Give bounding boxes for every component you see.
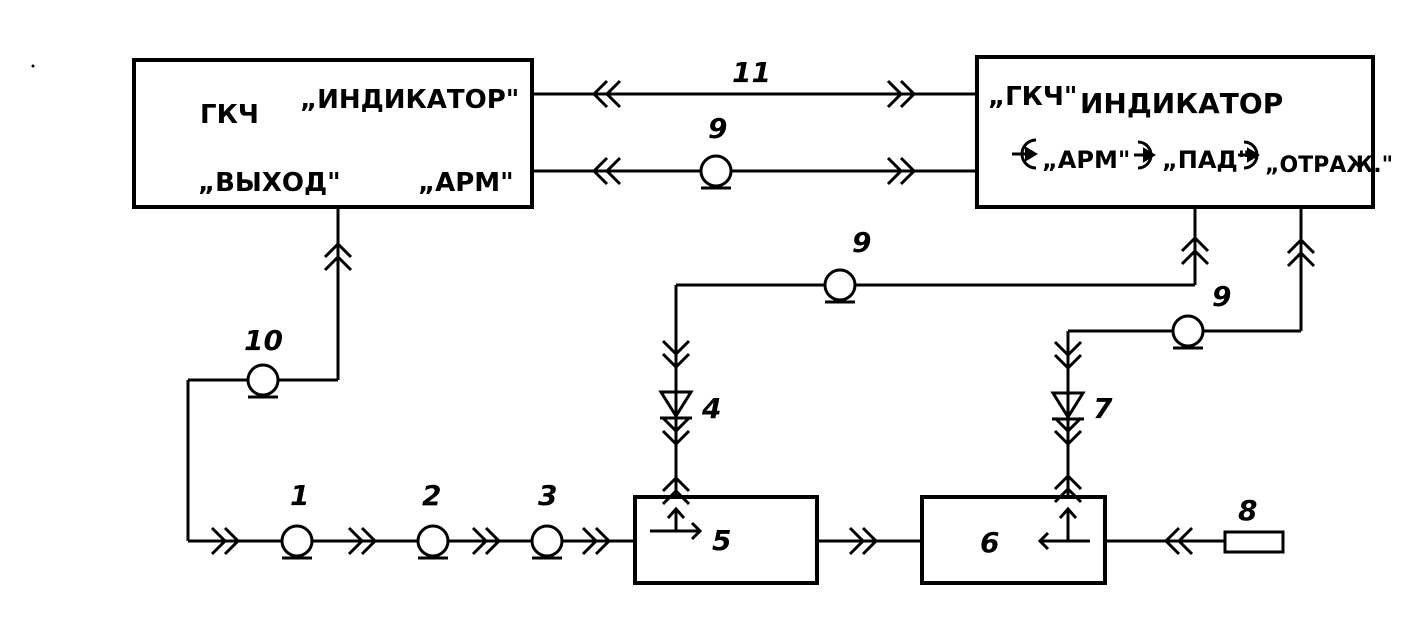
gkch-indicator-port: „ИНДИКАТОР" bbox=[300, 85, 519, 115]
attenuator-icon bbox=[823, 268, 857, 304]
coupler-6: 6 bbox=[920, 495, 1107, 585]
label-8: 8 bbox=[1238, 494, 1257, 527]
indicator-port-arrow-icon bbox=[1238, 140, 1260, 170]
indicator-title: ИНДИКАТОР bbox=[1080, 87, 1283, 120]
detector-4-icon bbox=[658, 390, 694, 420]
gkch-block: ГКЧ „ИНДИКАТОР" „ВЫХОД" „АРМ" bbox=[132, 58, 534, 209]
label-5: 5 bbox=[712, 524, 731, 557]
attenuator-icon bbox=[699, 154, 733, 190]
label-1: 1 bbox=[290, 479, 309, 512]
gkch-output-port: „ВЫХОД" bbox=[198, 168, 341, 198]
load-8 bbox=[1223, 530, 1285, 554]
line-11: 11 bbox=[532, 56, 977, 109]
coupler-5: 5 bbox=[633, 495, 819, 585]
gkch-block-frame bbox=[132, 58, 534, 209]
label-6: 6 bbox=[980, 526, 999, 559]
attenuator-icon bbox=[416, 524, 450, 560]
label-2: 2 bbox=[422, 479, 441, 512]
indicator-arm-port: „АРМ" bbox=[1042, 146, 1130, 174]
attenuator-icon bbox=[530, 524, 564, 560]
attenuator-icon bbox=[246, 363, 280, 399]
link-8-6: 8 bbox=[1105, 494, 1285, 556]
label-9-top: 9 bbox=[708, 112, 727, 145]
indicator-port-arrow-icon bbox=[1134, 140, 1156, 170]
arm-path: 9 4 bbox=[658, 207, 1210, 506]
indicator-port-arrow-icon bbox=[1012, 138, 1038, 170]
label-3: 3 bbox=[538, 479, 557, 512]
indicator-gkch-port: „ГКЧ" bbox=[988, 82, 1077, 112]
coupler-5-frame bbox=[633, 495, 819, 585]
indicator-block: „ГКЧ" ИНДИКАТОР „АРМ" „ПАД" „ОТРАЖ." bbox=[975, 55, 1393, 209]
otrazh-path: 9 7 bbox=[1050, 207, 1316, 504]
gkch-label: ГКЧ bbox=[200, 100, 259, 130]
gkch-arm-port: „АРМ" bbox=[418, 168, 514, 198]
label-9-right: 9 bbox=[1212, 280, 1231, 313]
indicator-pad-port: „ПАД" bbox=[1162, 146, 1250, 174]
label-10: 10 bbox=[244, 324, 283, 357]
indicator-otrazh-port: „ОТРАЖ." bbox=[1265, 153, 1393, 178]
label-9-mid: 9 bbox=[852, 226, 871, 259]
label-11: 11 bbox=[732, 56, 771, 89]
attenuator-icon bbox=[1171, 314, 1205, 350]
label-7: 7 bbox=[1093, 392, 1113, 425]
source-path: 10 1 2 3 bbox=[186, 207, 635, 560]
line-9-top: 9 bbox=[532, 112, 977, 190]
stray-dot bbox=[31, 64, 35, 68]
indicator-block-frame bbox=[975, 55, 1375, 209]
attenuator-icon bbox=[280, 524, 314, 560]
link-5-6 bbox=[817, 526, 922, 556]
label-4: 4 bbox=[701, 392, 721, 425]
